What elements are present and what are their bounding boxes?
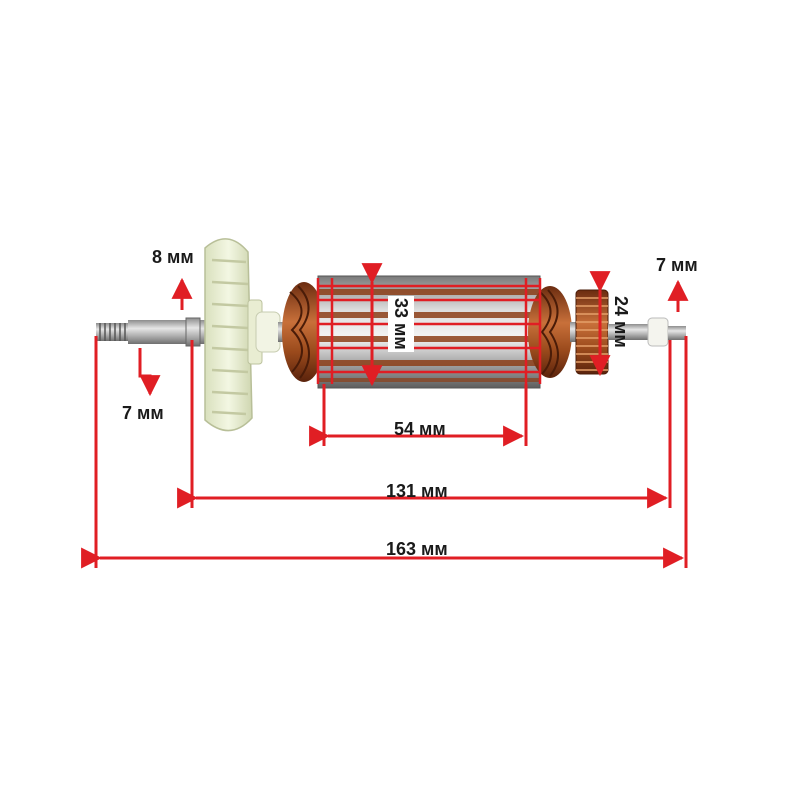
core-diameter-label: 33 мм <box>388 296 414 352</box>
commutator-diameter-label: 24 мм <box>611 296 631 348</box>
fan-hub <box>255 311 281 353</box>
rear-bushing <box>647 317 669 347</box>
core-length-label: 54 мм <box>394 419 446 439</box>
front-windings <box>282 282 326 382</box>
drive-shaft-diameter-label: 7 мм <box>122 403 164 423</box>
rear-shaft-tip <box>668 326 686 340</box>
fan-shaft-diameter-label: 8 мм <box>152 247 194 267</box>
laminated-core <box>317 275 541 389</box>
dimension-lines <box>81 263 689 569</box>
rear-shaft-diameter-label: 7 мм <box>656 255 698 275</box>
rear-shaft-end <box>608 324 660 340</box>
core-highlight-outline <box>316 278 542 384</box>
drive-shaft-dim-line <box>138 348 161 397</box>
bearing-span-label: 131 мм <box>386 481 448 501</box>
commutator <box>575 289 609 375</box>
cooling-fan <box>204 238 263 432</box>
threaded-shaft-end <box>96 323 128 341</box>
total-length-label: 163 мм <box>386 539 448 559</box>
